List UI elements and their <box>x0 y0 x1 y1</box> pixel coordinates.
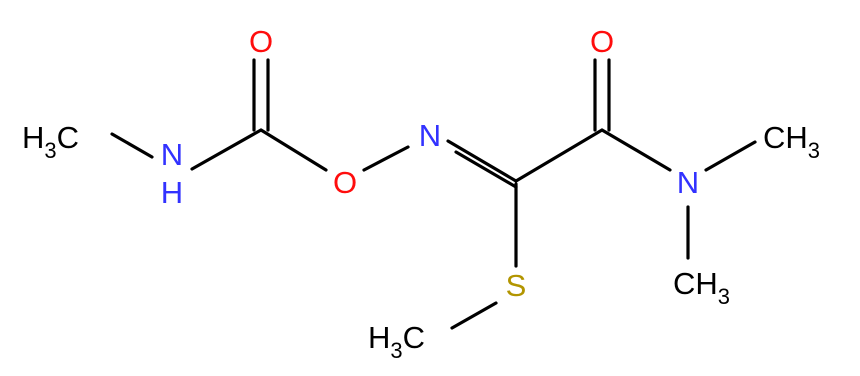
atom-s-thio: S <box>506 268 527 303</box>
atom-o-carbonyl-right: O <box>590 24 614 59</box>
atom-ch3-bottom: H3C <box>368 320 425 363</box>
atom-ch3-left: H3C <box>22 120 79 163</box>
bond-n-ch3-top <box>704 140 757 172</box>
bond-group <box>110 58 757 330</box>
bond-n-c2-double-a <box>446 139 518 183</box>
bond-o-n <box>362 145 410 172</box>
atom-labels: O O O N H N N S H3C CH3 CH3 H3C <box>22 24 820 363</box>
atom-o-carbonyl-left: O <box>249 24 273 59</box>
atom-h-amide-left: H <box>161 175 183 210</box>
atom-ch3-right-top: CH3 <box>763 120 820 163</box>
bond-c2-c3 <box>514 128 604 183</box>
bond-c3-n <box>600 128 672 172</box>
bond-nh-c1 <box>190 128 263 171</box>
bond-c1-o-ether <box>259 128 328 172</box>
bond-ch3-nh <box>110 132 154 159</box>
atom-ch3-right-bottom: CH3 <box>673 266 730 309</box>
bond-n-c2-double-b <box>454 150 518 189</box>
bond-s-ch3 <box>450 301 498 330</box>
atom-n-oxime: N <box>419 118 441 153</box>
atom-n-amide-left: N <box>161 137 183 172</box>
atom-n-amide-right: N <box>677 165 699 200</box>
atom-o-ether: O <box>333 165 357 200</box>
